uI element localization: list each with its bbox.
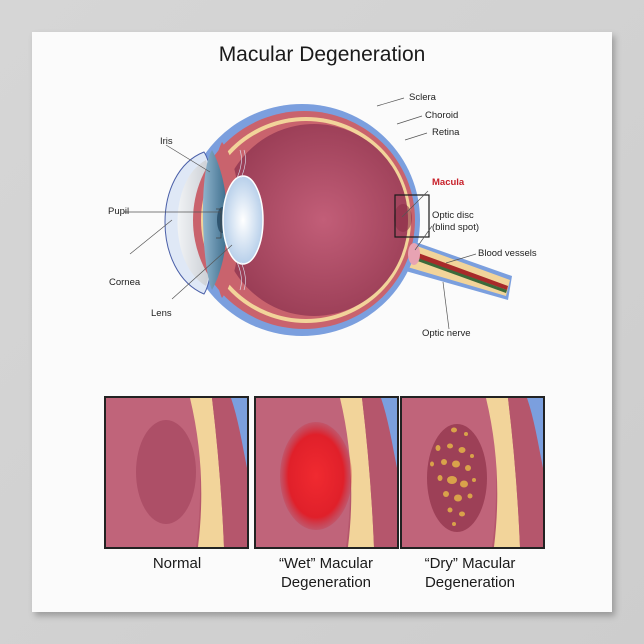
- vitreous-body: [220, 124, 408, 316]
- poster: Macular Degeneration: [32, 32, 612, 612]
- caption-normal: Normal: [152, 555, 202, 572]
- eye-cross-section-illustration: [124, 97, 512, 336]
- drusen-deposits: [430, 427, 476, 526]
- leader-lines: [124, 97, 477, 330]
- dry-macula: [427, 424, 487, 532]
- wet-lesion: [280, 422, 352, 530]
- label-blood-vessels: Blood vessels: [478, 248, 537, 259]
- label-macula: Macula: [432, 177, 465, 188]
- panel-normal: [104, 396, 249, 549]
- label-lens: Lens: [151, 308, 172, 319]
- optic-disc: [408, 243, 420, 265]
- label-retina: Retina: [432, 127, 460, 138]
- caption-wet: “Wet” Macular Degeneration: [279, 555, 373, 591]
- label-cornea: Cornea: [109, 277, 141, 288]
- label-sclera: Sclera: [409, 92, 436, 103]
- normal-macula: [136, 420, 196, 524]
- page-title: Macular Degeneration: [218, 43, 426, 66]
- label-optic-disc: Optic disc: [432, 210, 474, 221]
- macula-highlight-box: [394, 194, 430, 238]
- lens: [222, 175, 264, 265]
- label-choroid: Choroid: [425, 110, 459, 121]
- optic-nerve: [402, 238, 512, 300]
- panel-wet: [254, 396, 399, 549]
- caption-dry: “Dry” Macular Degeneration: [424, 555, 516, 591]
- label-optic-nerve: Optic nerve: [422, 328, 471, 339]
- panel-dry: [400, 396, 545, 549]
- label-iris: Iris: [160, 136, 173, 147]
- macula: [394, 204, 412, 232]
- label-pupil: Pupil: [108, 206, 130, 217]
- label-blind-spot: (blind spot): [432, 222, 479, 233]
